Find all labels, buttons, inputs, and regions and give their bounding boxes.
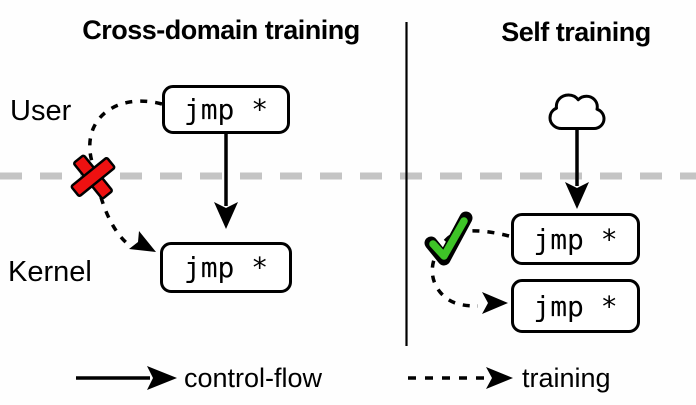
cloud-icon	[548, 93, 606, 130]
self-training-arrow	[430, 229, 510, 314]
control-flow-arrow-right	[565, 128, 589, 209]
green-check-icon	[424, 211, 473, 266]
self-training-dashed-curve	[430, 229, 510, 308]
left-panel-title: Cross-domain training	[82, 15, 360, 45]
control-flow-arrow-left	[214, 134, 238, 229]
jmp-box-kernel: jmp *	[160, 242, 292, 293]
legend-control-flow-label: control-flow	[184, 363, 323, 393]
legend-control-flow-arrow	[76, 366, 177, 390]
control-flow-arrowhead-right	[565, 182, 589, 209]
legend-control-flow-arrowhead	[147, 366, 177, 390]
red-cross-icon	[70, 154, 116, 200]
training-dashed-curve	[88, 99, 163, 248]
cross-domain-training-arrow	[88, 99, 163, 252]
jmp-box-user: jmp *	[162, 85, 290, 134]
training-arrowhead	[129, 231, 156, 252]
self-training-arrowhead	[482, 292, 508, 314]
legend-training-arrowhead	[486, 367, 513, 389]
control-flow-arrowhead-left	[214, 202, 238, 229]
jmp-box-self-upper: jmp *	[511, 213, 640, 265]
legend-training-label: training	[522, 363, 611, 393]
user-domain-label: User	[10, 95, 72, 127]
kernel-domain-label: Kernel	[8, 256, 92, 288]
legend-training-arrow	[408, 367, 513, 389]
jmp-box-self-lower: jmp *	[511, 279, 640, 333]
right-panel-title: Self training	[501, 17, 651, 47]
